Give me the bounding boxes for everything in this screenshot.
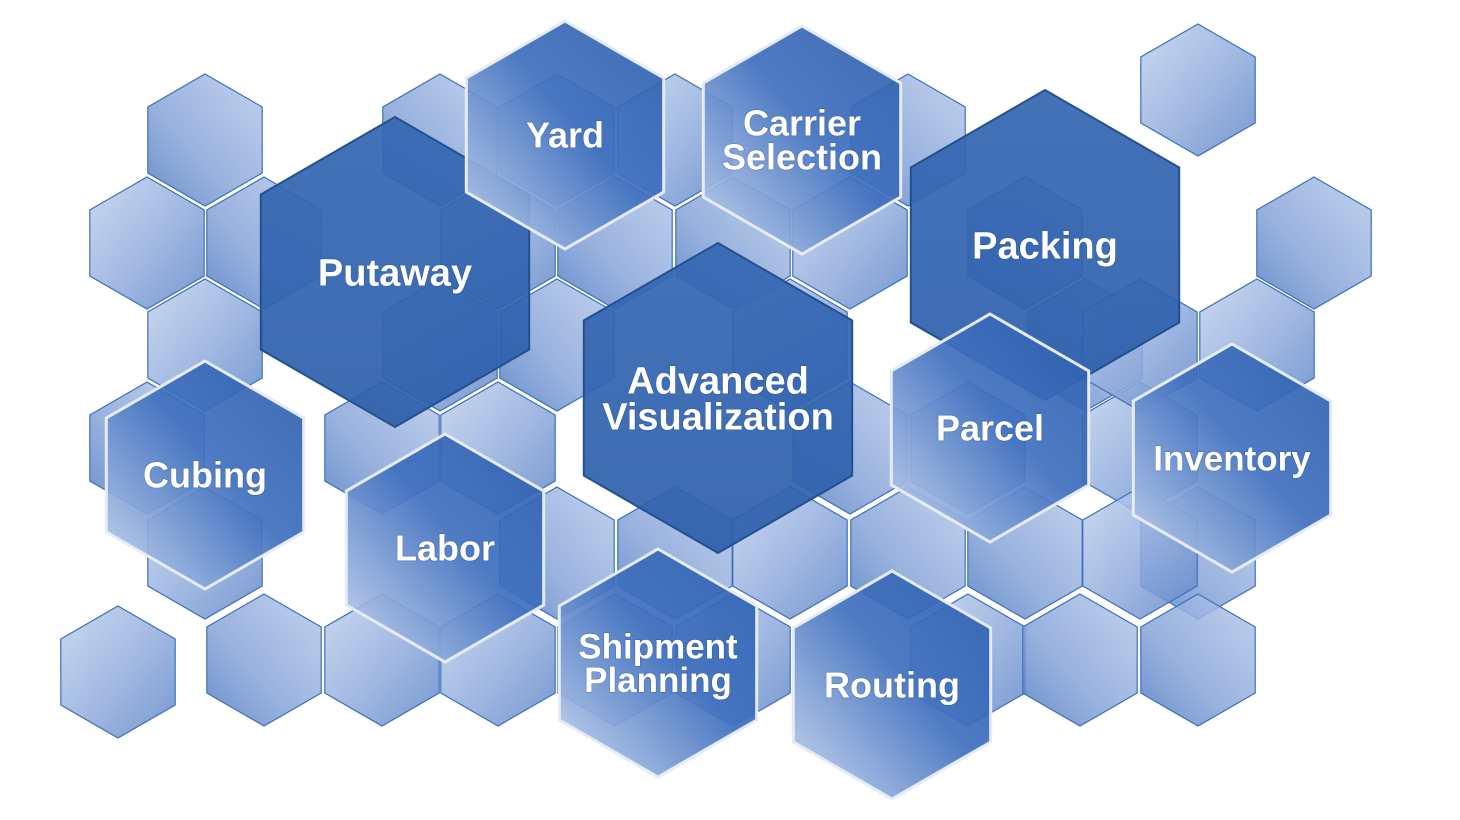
hexagon-shape-inventory bbox=[1131, 342, 1333, 574]
hexagon-label-cubing: Cubing bbox=[143, 455, 267, 496]
hexagon-labor: Labor bbox=[344, 432, 546, 664]
background-hexagon bbox=[1140, 23, 1256, 157]
hexagon-label-advanced-visualization: Visualization bbox=[602, 396, 834, 438]
hexagon-label-advanced-visualization: Advanced bbox=[627, 360, 809, 402]
hexagon-label-inventory: Inventory bbox=[1153, 439, 1311, 478]
hexagon-shape-advanced-visualization bbox=[582, 241, 854, 555]
hexagon-shape-shipment-planning bbox=[557, 547, 759, 779]
hexagon-label-shipment-planning: Planning bbox=[584, 661, 732, 700]
hexagon-shape-yard bbox=[464, 19, 666, 251]
hexagon-routing: Routing bbox=[791, 569, 993, 801]
background-hexagon bbox=[1140, 593, 1256, 727]
hexagon-label-packing: Packing bbox=[972, 225, 1118, 267]
hexagon-shape-carrier-selection bbox=[701, 24, 903, 256]
hexagon-shape-routing bbox=[791, 569, 993, 801]
background-hexagon bbox=[60, 605, 176, 739]
background-hexagon bbox=[147, 73, 263, 207]
hexagon-label-parcel: Parcel bbox=[936, 408, 1044, 449]
hexagon-shape-cubing bbox=[104, 359, 306, 591]
hexagon-label-putaway: Putaway bbox=[318, 252, 472, 294]
background-hexagon bbox=[1022, 593, 1138, 727]
hexagon-parcel: Parcel bbox=[889, 312, 1091, 544]
hexagon-label-carrier-selection: Selection bbox=[722, 137, 882, 178]
background-hexagon bbox=[206, 593, 322, 727]
hexagon-label-shipment-planning: Shipment bbox=[578, 628, 738, 667]
background-hexagon bbox=[1256, 176, 1372, 310]
background-hexagon bbox=[89, 176, 205, 310]
hexagon-shape-labor bbox=[344, 432, 546, 664]
hexagon-yard: Yard bbox=[464, 19, 666, 251]
hexagon-label-yard: Yard bbox=[526, 115, 604, 156]
hexagon-inventory: Inventory bbox=[1131, 342, 1333, 574]
hexagon-shape-parcel bbox=[889, 312, 1091, 544]
hexagon-cubing: Cubing bbox=[104, 359, 306, 591]
hexagon-label-carrier-selection: Carrier bbox=[743, 103, 861, 144]
hexagon-label-labor: Labor bbox=[395, 528, 495, 569]
hexagon-label-routing: Routing bbox=[824, 665, 960, 706]
